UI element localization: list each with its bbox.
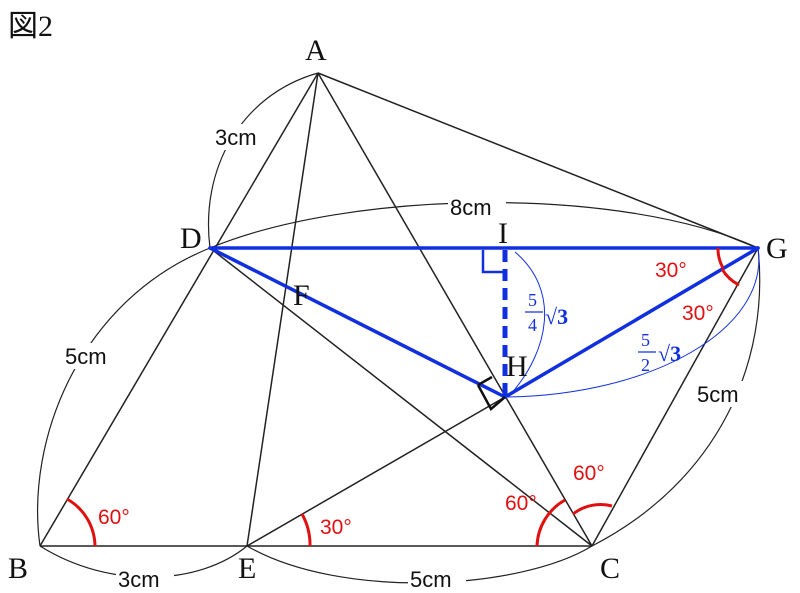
angle-labels: 60° 30° 60° 60° 30° 30° [98,259,714,539]
angle-arcs [66,247,740,547]
point-label-H: H [506,350,528,383]
length-label-AD: 3cm [215,125,257,150]
highlight-lines [208,246,760,399]
point-label-I: I [498,217,508,250]
arc-GH [507,247,760,398]
length-arcs [37,72,761,584]
length-label-BE: 3cm [118,567,160,592]
segment-AC [317,72,593,547]
angle-label-E: 30° [320,516,352,539]
length-labels: 3cm 5cm 3cm 5cm 5cm 8cm [63,124,753,592]
arc-DB [37,247,211,547]
angle-arc-G-lower [720,268,740,287]
segment-AG [317,72,759,249]
length-label-CG: 5cm [697,382,739,407]
point-labels: A B C D E F G H I [8,34,788,585]
point-label-B: B [8,552,28,585]
right-angle-marker-H-square-2 [477,375,493,387]
measure-IH-numerator: 5 [528,290,537,310]
segment-AE [246,72,319,547]
angle-label-B: 60° [98,506,130,529]
point-label-D: D [180,222,202,255]
figure-title: 図2 [8,10,53,43]
point-label-G: G [766,232,788,265]
right-angle-marker-H-square [476,384,506,411]
segment-CG [591,247,759,547]
point-label-E: E [238,552,256,585]
measure-GH-numerator: 5 [641,330,650,350]
construction-lines [39,72,759,547]
length-label-EC: 5cm [410,567,452,592]
len-bg-BE [116,566,174,592]
point-label-A: A [305,34,327,67]
angle-label-C-left: 60° [505,492,537,515]
arc-CG [591,247,761,547]
measure-GH: 5 2 √3 [638,330,681,375]
angle-label-G-upper: 30° [655,259,687,282]
angle-label-G-lower: 30° [682,302,714,325]
len-bg-CG [695,381,753,407]
point-label-C: C [600,552,620,585]
angle-arc-C-right [572,503,613,516]
length-label-DB: 5cm [65,344,107,369]
len-bg-DB [63,343,121,369]
angle-arc-G-upper [716,247,725,269]
measure-GH-denominator: 2 [641,355,650,375]
point-label-F: F [293,279,310,312]
arc-IH [509,251,546,396]
len-bg-EC [408,566,466,592]
right-angle-marker-I [481,250,505,274]
angle-arc-E [300,513,312,547]
segment-AB [39,72,319,547]
len-bg-AD [213,124,271,150]
segment-DC [209,247,593,547]
measure-IH-denominator: 4 [528,315,537,335]
arc-AD [207,72,319,249]
segment-DH [208,246,507,399]
segment-EH [246,396,506,547]
length-label-DG: 8cm [450,195,492,220]
len-bg-DG [448,194,506,220]
measure-IH: 5 4 √3 [525,290,568,335]
measure-IH-root: √3 [545,304,568,329]
measure-GH-root: √3 [658,341,681,366]
angle-label-C-right: 60° [573,462,605,485]
angle-arc-B [66,497,97,547]
segment-HG [503,246,760,399]
angle-arc-C-left [535,498,566,547]
